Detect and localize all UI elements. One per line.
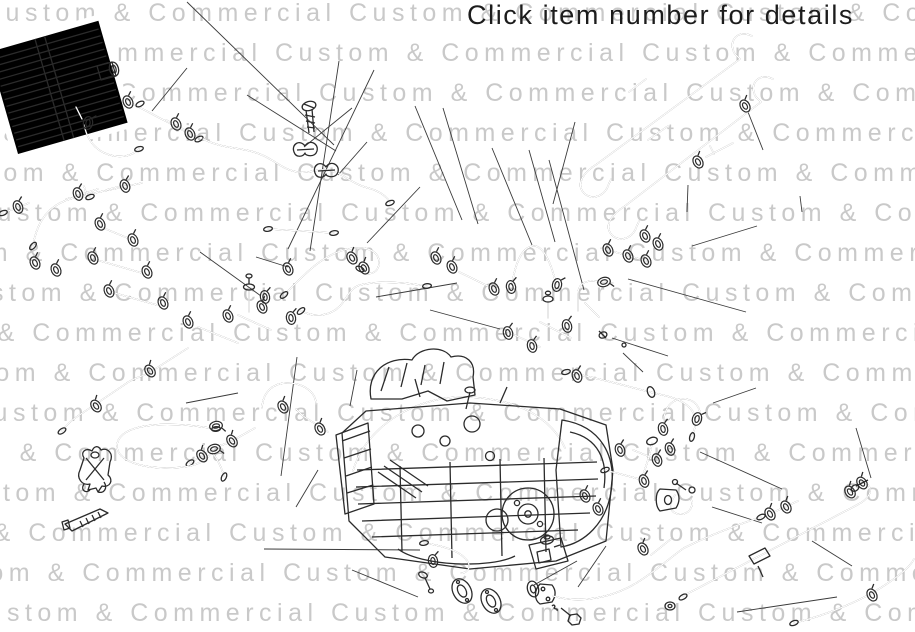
pipe-clip[interactable] [748,547,771,578]
metal-pipe-short[interactable] [262,225,340,237]
water-pump[interactable] [485,508,509,532]
svg-text:Custom & Commercial Custom &: Custom & Commercial Custom & Commercial … [0,199,915,227]
heater-pipe-upper[interactable] [579,33,753,198]
s-hose-lower[interactable] [295,281,433,317]
control-valve-assembly[interactable] [197,273,272,344]
pump-elbow-hose[interactable] [418,539,470,574]
coolant-flange-1[interactable] [448,575,476,606]
bolt-bits[interactable] [598,330,627,348]
svg-text:Custom & Commercial Custom &: Custom & Commercial Custom & Commercial … [0,79,915,107]
svg-text:Custom & Commercial Custom &: Custom & Commercial Custom & Commercial … [0,519,915,547]
mounting-bracket[interactable] [78,446,112,494]
strap[interactable] [61,508,109,532]
t-fitting[interactable] [705,142,734,158]
radiator-filler-neck[interactable] [96,61,120,81]
j-hose-right[interactable] [646,386,702,429]
elbow-hose[interactable] [577,280,614,318]
lower-coolant-pipe[interactable] [552,512,767,601]
svg-text:Custom & Commercial Custom &: Custom & Commercial Custom & Commercial … [0,119,915,147]
pipe-branch-stubs[interactable] [628,78,669,141]
hex-bolt[interactable] [551,604,582,626]
svg-text:Custom & Commercial Custom &: Custom & Commercial Custom & Commercial … [0,439,915,467]
svg-text:Custom & Commercial Custom &: Custom & Commercial Custom & Commercial … [0,359,915,387]
svg-text:Custom & Commercial Custom &: Custom & Commercial Custom & Commercial … [0,599,915,627]
wire-clamp-1[interactable] [292,141,318,157]
expansion-tank[interactable] [528,534,569,570]
svg-text:Custom & Commercial Custom &: Custom & Commercial Custom & Commercial … [0,159,915,187]
t-valve-center[interactable] [505,290,572,348]
clip-screw[interactable] [418,571,435,594]
washer[interactable] [664,601,676,611]
svg-text:Custom & Commercial Custom &: Custom & Commercial Custom & Commercial … [0,39,915,67]
loop-hose[interactable] [116,423,229,483]
svg-text:Custom & Commercial Custom &: Custom & Commercial Custom & Commercial … [0,239,915,267]
pipe-sleeve-chain[interactable] [773,500,799,513]
engine-assembly[interactable] [335,348,614,570]
crank-pulley[interactable] [501,487,555,541]
bottom-right-hose[interactable] [788,558,915,628]
sleeve-tubes[interactable] [599,465,672,556]
pan-head-screw[interactable] [301,100,317,134]
wire-clamp-2[interactable] [313,162,339,178]
leader-lines [151,1,872,613]
coolant-flange-2[interactable] [477,585,505,616]
svg-text:Custom & Commercial Custom &: Custom & Commercial Custom & Commercial … [0,0,915,27]
svg-text:Custom & Commercial Custom &: Custom & Commercial Custom & Commercial … [0,279,915,307]
svg-text:Custom & Commercial Custom &: Custom & Commercial Custom & Commercial … [0,399,915,427]
v-hose[interactable] [511,245,557,286]
svg-text:Custom & Commercial Custom &: Custom & Commercial Custom & Commercial … [0,319,915,347]
s-hose-upper[interactable] [278,247,380,301]
flange-bolt-set[interactable] [655,478,696,512]
radiator-outlet-hose[interactable] [75,106,145,158]
heater-pipe-lower[interactable] [607,76,774,240]
y-hose-right[interactable] [632,436,658,485]
page-title: Click item number for details [467,0,854,30]
flange-plate[interactable] [534,583,556,605]
